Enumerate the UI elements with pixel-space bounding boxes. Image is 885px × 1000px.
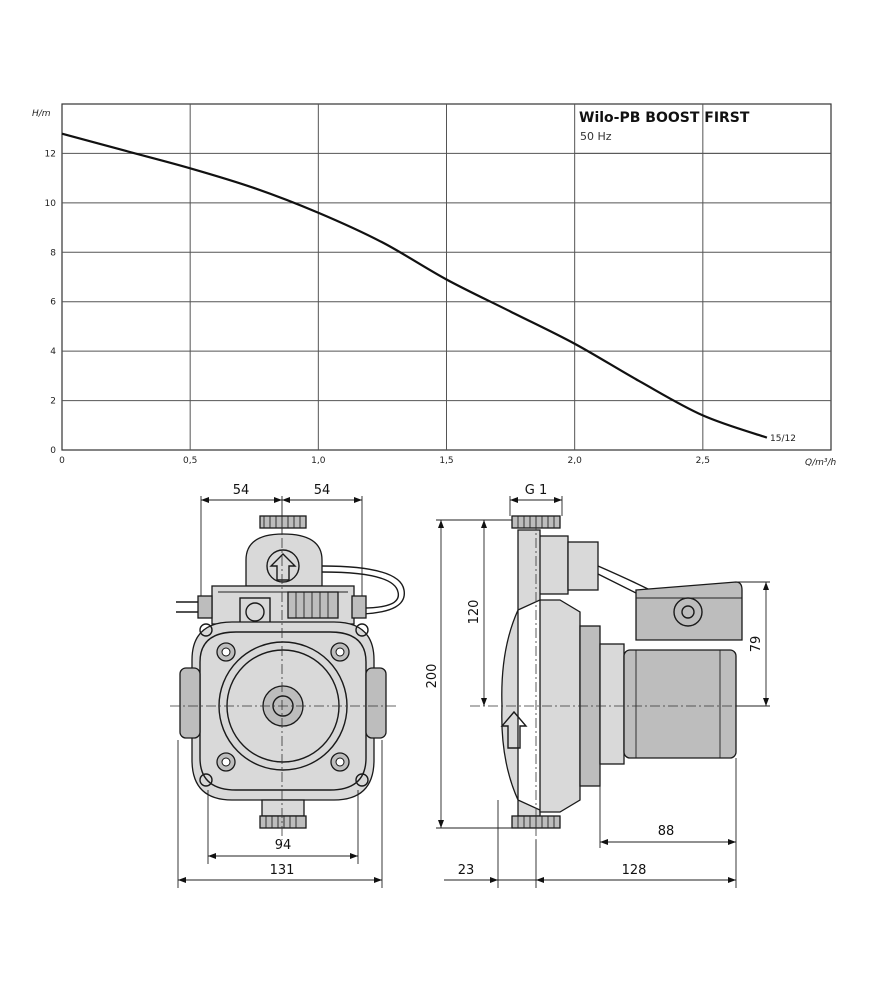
chart-title: Wilo-PB BOOST FIRST bbox=[579, 110, 750, 126]
dim-depth: 128 bbox=[622, 863, 647, 878]
y-tick-label: 12 bbox=[45, 149, 56, 159]
x-axis-label: Q/m³/h bbox=[805, 458, 837, 468]
x-tick-label: 2,5 bbox=[696, 456, 710, 466]
y-tick-label: 8 bbox=[50, 248, 56, 258]
y-tick-label: 2 bbox=[50, 397, 56, 407]
x-tick-label: 1,0 bbox=[311, 456, 326, 466]
x-tick-label: 0 bbox=[59, 456, 65, 466]
dim-height-total: 200 bbox=[425, 664, 440, 689]
y-tick-label: 0 bbox=[50, 446, 56, 456]
x-tick-label: 1,5 bbox=[439, 456, 453, 466]
dim-motor-length: 88 bbox=[658, 824, 675, 839]
chart-grid bbox=[61, 103, 832, 451]
x-tick-label: 0,5 bbox=[183, 456, 197, 466]
series-line-15-12 bbox=[61, 132, 768, 439]
dim-thread: G 1 bbox=[525, 483, 547, 498]
pump-curve-chart: 0 0,5 1,0 1,5 2,0 2,5 0 2 4 6 8 10 12 H/m Q/m³/h Wil… bbox=[32, 103, 837, 468]
dim-outer-width: 131 bbox=[270, 863, 295, 878]
tick-labels: 0 0,5 1,0 1,5 2,0 2,5 0 2 4 6 8 10 12 bbox=[45, 149, 710, 466]
dim-offset: 23 bbox=[458, 863, 475, 878]
front-view: 54 54 bbox=[170, 483, 405, 888]
dim-height-upper: 120 bbox=[467, 600, 482, 625]
y-tick-label: 4 bbox=[50, 347, 56, 357]
dim-inner-width: 94 bbox=[275, 838, 292, 853]
side-view: G 1 bbox=[425, 483, 770, 888]
y-axis-label: H/m bbox=[32, 109, 51, 119]
y-tick-label: 10 bbox=[45, 199, 57, 209]
chart-subtitle: 50 Hz bbox=[580, 130, 612, 143]
x-tick-label: 2,0 bbox=[568, 456, 583, 466]
y-tick-label: 6 bbox=[50, 298, 56, 308]
dim-left-half: 54 bbox=[233, 483, 250, 498]
dim-right-half: 54 bbox=[314, 483, 331, 498]
series-label-15-12: 15/12 bbox=[770, 434, 796, 444]
dim-motor-height: 79 bbox=[749, 636, 764, 653]
